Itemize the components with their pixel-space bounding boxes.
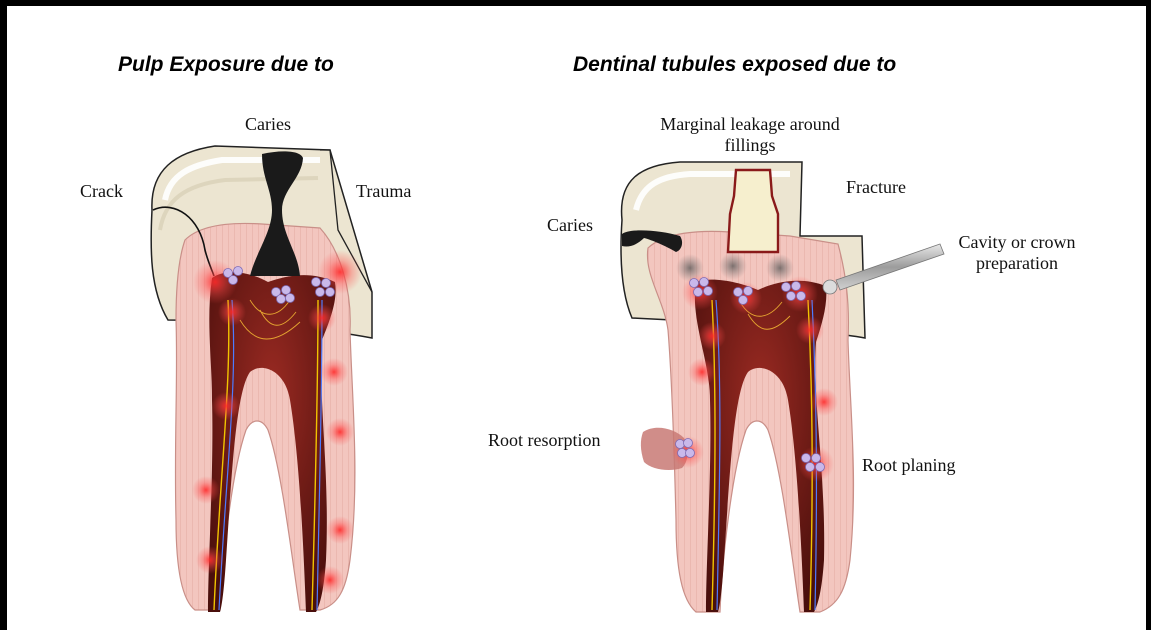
heading-pulp-exposure: Pulp Exposure due to bbox=[118, 53, 334, 77]
label-cavity-prep: Cavity or crown preparation bbox=[944, 232, 1090, 274]
label-marginal-leakage: Marginal leakage around fillings bbox=[640, 114, 860, 156]
label-root-planing: Root planing bbox=[862, 455, 956, 476]
right-tooth bbox=[621, 162, 944, 612]
heading-dentinal-tubules: Dentinal tubules exposed due to bbox=[573, 53, 896, 77]
label-caries-right: Caries bbox=[547, 215, 593, 236]
label-cavity-prep-line2: preparation bbox=[944, 253, 1090, 274]
left-tooth bbox=[151, 146, 372, 612]
label-marginal-leakage-line1: Marginal leakage around bbox=[640, 114, 860, 135]
label-caries-left: Caries bbox=[245, 114, 291, 135]
label-cavity-prep-line1: Cavity or crown bbox=[944, 232, 1090, 253]
label-marginal-leakage-line2: fillings bbox=[640, 135, 860, 156]
label-crack: Crack bbox=[80, 181, 123, 202]
right-filling bbox=[728, 170, 778, 252]
label-trauma: Trauma bbox=[356, 181, 411, 202]
label-root-resorption: Root resorption bbox=[488, 430, 601, 451]
label-fracture: Fracture bbox=[846, 177, 906, 198]
